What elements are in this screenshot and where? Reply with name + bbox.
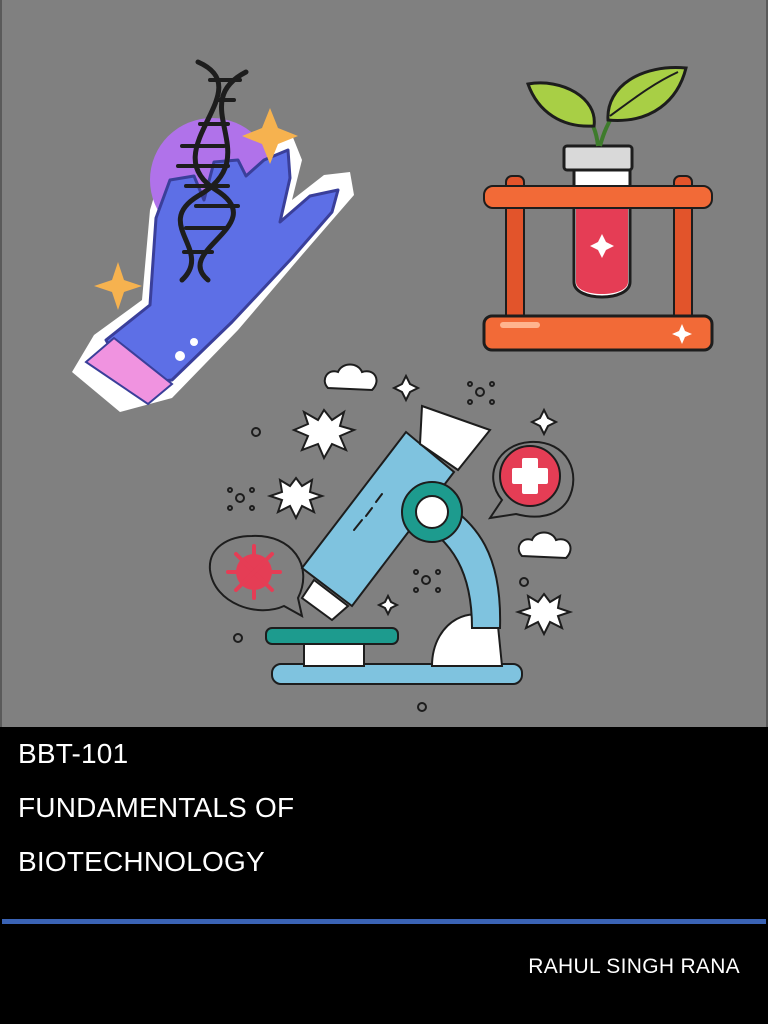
cover-illustration	[72, 59, 714, 712]
author-name: RAHUL SINGH RANA	[528, 955, 740, 978]
course-code: BBT-101	[18, 738, 129, 769]
dna-hand-icon	[72, 59, 354, 412]
book-title-line-2: BIOTECHNOLOGY	[18, 846, 265, 877]
divider-rule	[2, 919, 766, 924]
decorative-germs	[266, 363, 574, 637]
medical-cross-icon	[487, 440, 575, 520]
microscope-icon	[265, 404, 523, 685]
cover-illustration-area	[0, 0, 768, 727]
test-tube-seedling-icon	[482, 66, 714, 352]
virus-icon	[208, 534, 305, 618]
decorative-stars	[227, 373, 559, 712]
book-title-line-1: FUNDAMENTALS OF	[18, 792, 295, 823]
title-block: BBT-101 FUNDAMENTALS OF BIOTECHNOLOGY	[0, 727, 768, 920]
